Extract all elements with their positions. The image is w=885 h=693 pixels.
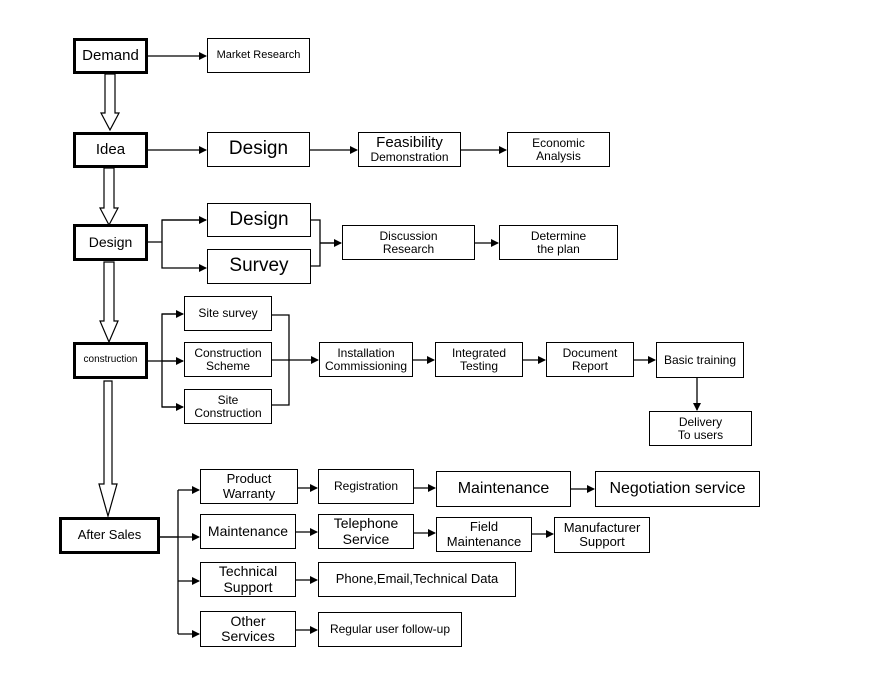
stage-demand: Demand <box>73 38 148 74</box>
after-sales-split <box>160 490 179 634</box>
product-warranty-box: Product Warranty <box>200 469 298 504</box>
registration-box: Registration <box>318 469 414 504</box>
telephone-service-box: Telephone Service <box>318 514 414 549</box>
economic-analysis-box: Economic Analysis <box>507 132 610 167</box>
regular-user-follow-up-box: Regular user follow-up <box>318 612 462 647</box>
technical-support-box: Technical Support <box>200 562 296 597</box>
discussion-research-box: Discussion Research <box>342 225 475 260</box>
manufacturer-support-box: Manufacturer Support <box>554 517 650 553</box>
determine-plan-box: Determine the plan <box>499 225 618 260</box>
field-maintenance-box: Field Maintenance <box>436 517 532 552</box>
feasibility-label: Feasibility <box>376 133 443 151</box>
maintenance-box-warranty: Maintenance <box>436 471 571 507</box>
demonstration-label: Demonstration <box>370 150 449 165</box>
maintenance-box: Maintenance <box>200 514 296 549</box>
installation-commissioning-box: Installation Commissioning <box>319 342 413 377</box>
phone-email-technical-data-box: Phone,Email,Technical Data <box>318 562 516 597</box>
stage-construction: construction <box>73 342 148 379</box>
design-design-box: Design <box>207 203 311 237</box>
basic-training-box: Basic training <box>656 342 744 378</box>
other-services-box: Other Services <box>200 611 296 647</box>
site-construction-box: Site Construction <box>184 389 272 424</box>
idea-design-box: Design <box>207 132 310 167</box>
survey-box: Survey <box>207 249 311 284</box>
construction-scheme-box: Construction Scheme <box>184 342 272 377</box>
construction-bracket <box>272 314 290 406</box>
delivery-to-users-box: Delivery To users <box>649 411 752 446</box>
integrated-testing-box: Integrated Testing <box>435 342 523 377</box>
hollow-arrow-demand-idea <box>100 73 120 132</box>
feasibility-demonstration-box: Feasibility Demonstration <box>358 132 461 167</box>
stage-design: Design <box>73 224 148 261</box>
hollow-arrow-construction-aftersales <box>98 380 118 519</box>
hollow-arrow-idea-design <box>99 167 119 227</box>
document-report-box: Document Report <box>546 342 634 377</box>
site-survey-box: Site survey <box>184 296 272 331</box>
stage-idea: Idea <box>73 132 148 168</box>
negotiation-service-box: Negotiation service <box>595 471 760 507</box>
market-research-box: Market Research <box>207 38 310 73</box>
hollow-arrow-design-construction <box>99 261 119 344</box>
stage-after-sales: After Sales <box>59 517 160 554</box>
design-stage-split <box>147 219 206 268</box>
